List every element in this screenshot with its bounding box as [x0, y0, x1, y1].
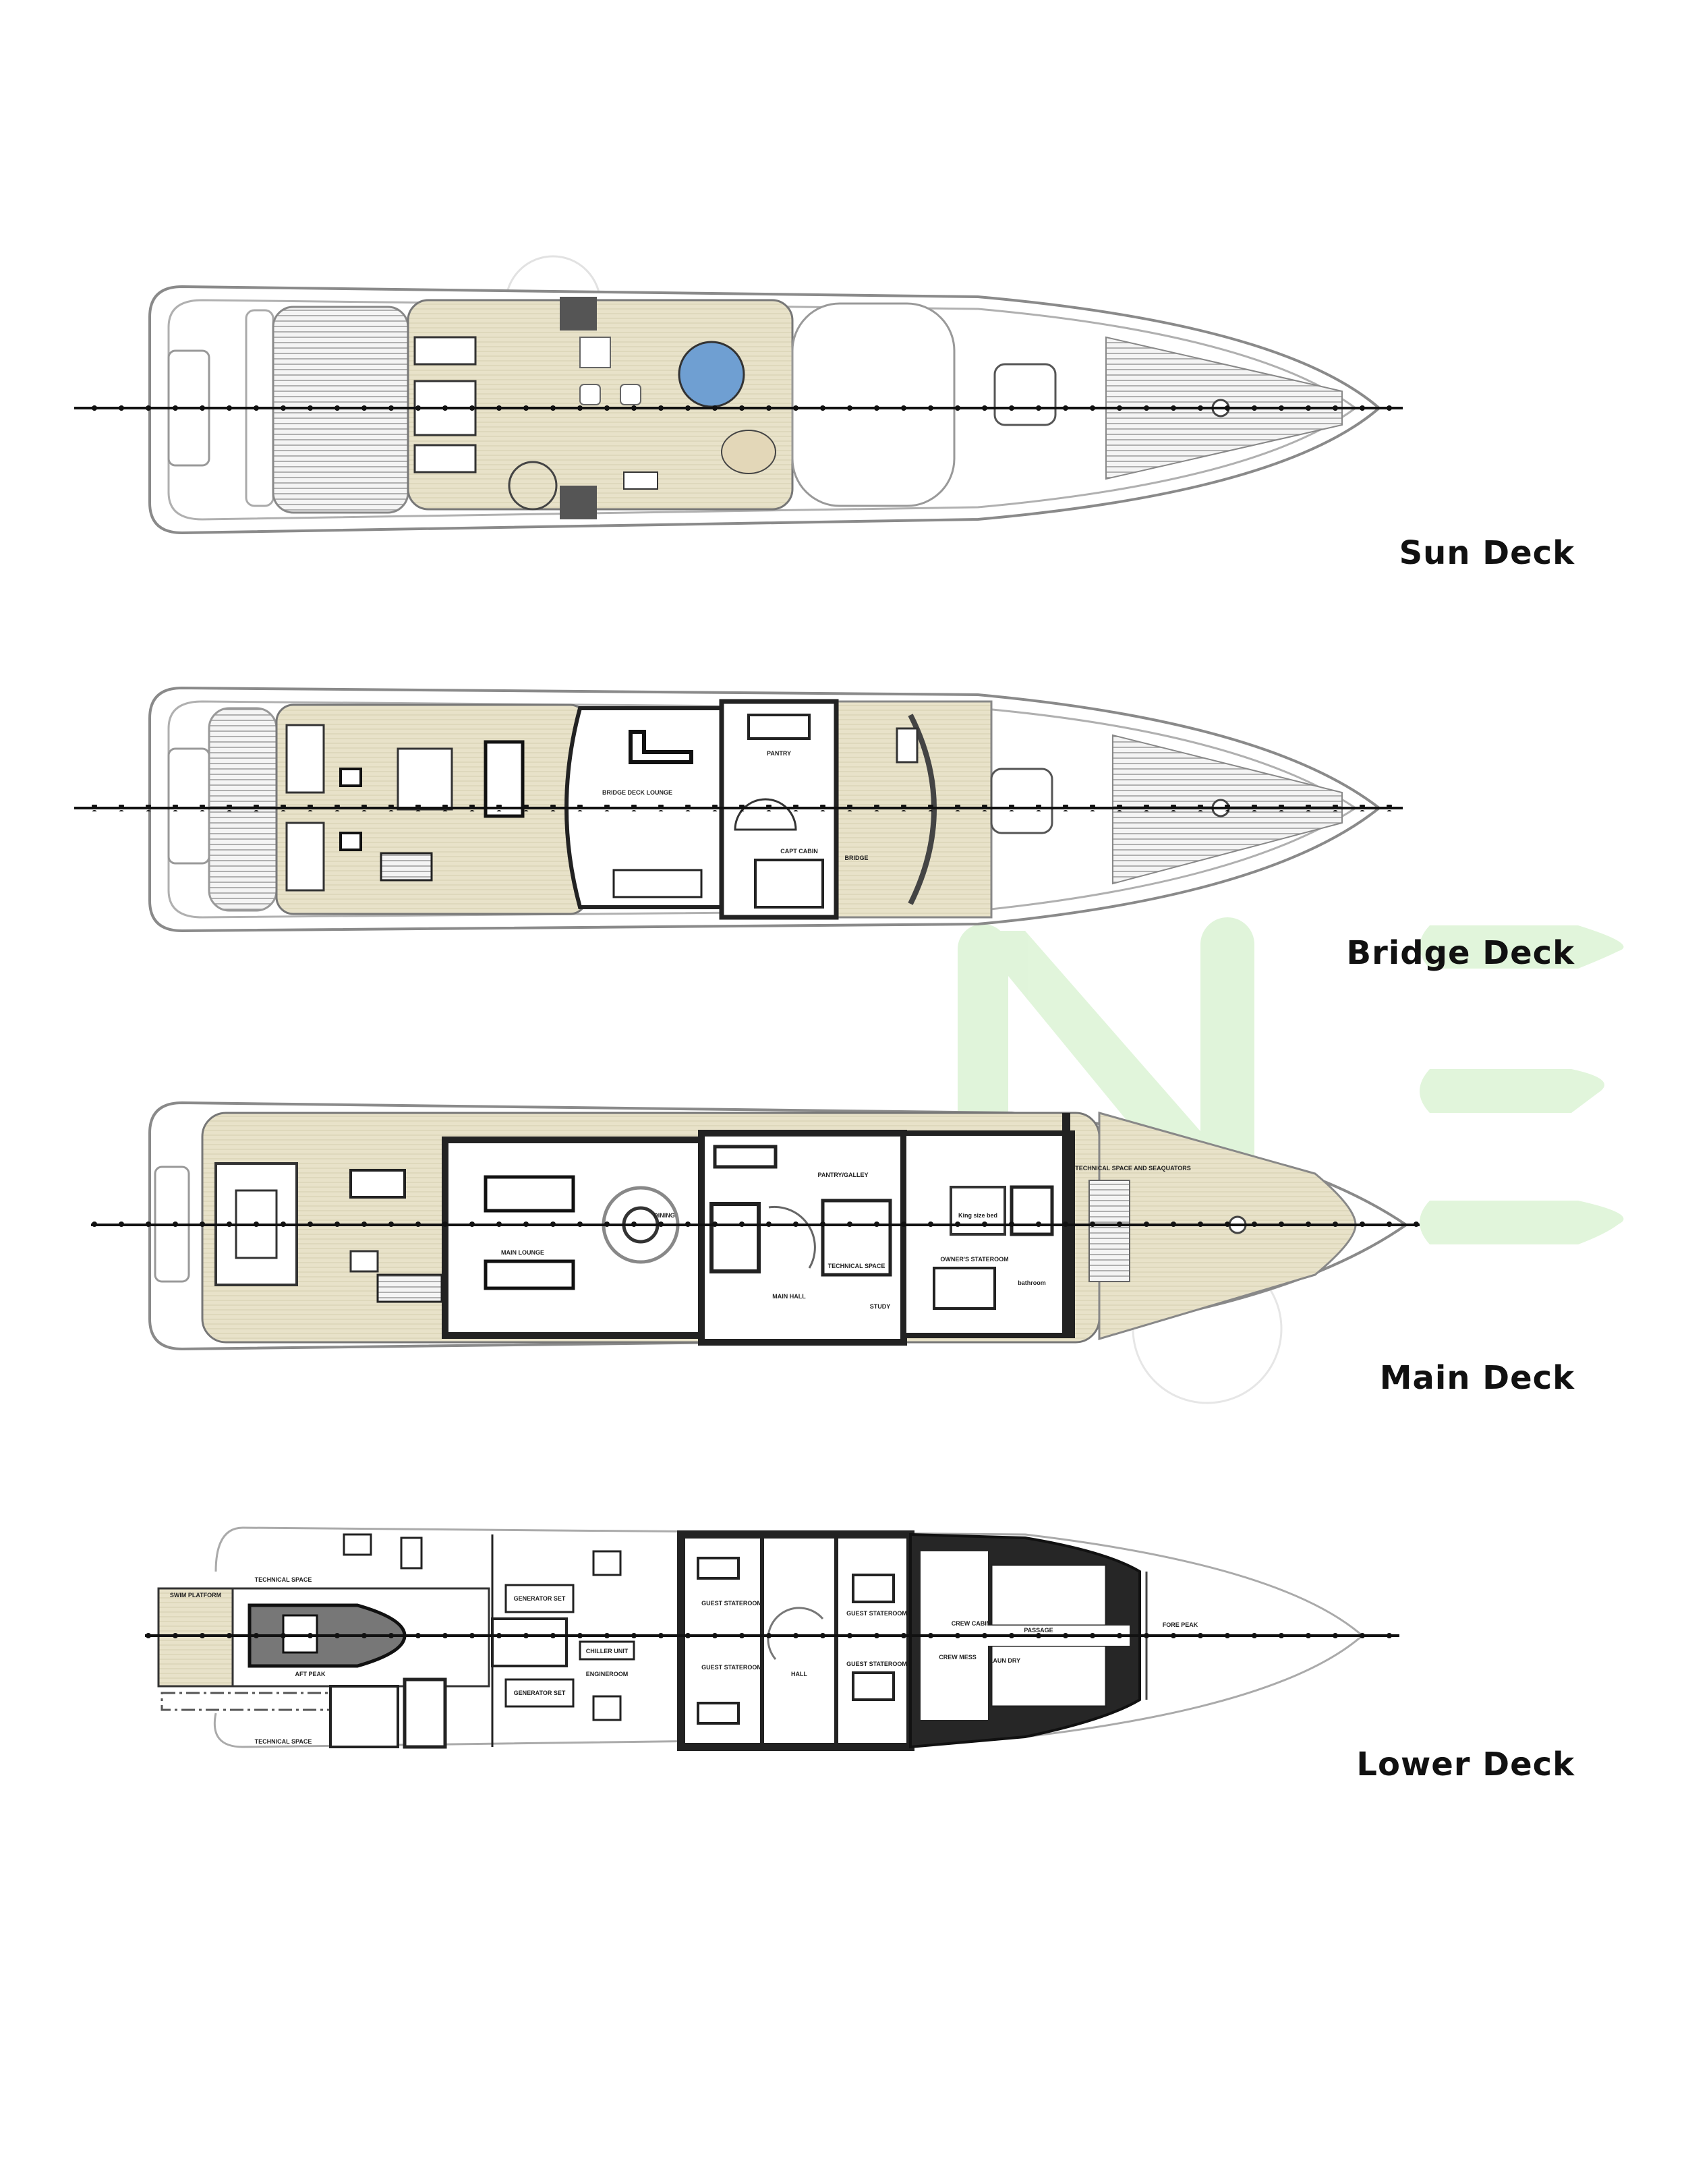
room-label: BRIDGE DECK LOUNGE [602, 789, 672, 796]
room-label: BRIDGE [844, 855, 868, 861]
room-label: CAPT CABIN [780, 848, 818, 855]
room-label: GUEST STATEROOM [701, 1600, 762, 1607]
bridge-deck-plan: BRIDGE DECK LOUNGE PANTRY CAPT CABIN BRI… [74, 686, 1403, 933]
room-label: MAIN HALL [772, 1293, 806, 1300]
room-label: CREW CABIN [952, 1620, 991, 1627]
hull-outline [213, 1526, 1364, 1748]
room-label: PANTRY/GALLEY [817, 1172, 868, 1178]
jacuzzi [678, 341, 745, 408]
lower-deck-plan: SWIM PLATFORM TECHNICAL SPACE AFT PEAK T… [145, 1526, 1399, 1751]
room-label: AFT PEAK [295, 1671, 326, 1677]
deck-title-main: Main Deck [1379, 1359, 1575, 1397]
room-label: ENGINEROOM [586, 1671, 629, 1677]
main-deck-plan: MAIN LOUNGE DINING PANTRY/GALLEY MAIN HA… [91, 1101, 1420, 1404]
room-label: CREW MESS [939, 1654, 977, 1661]
room-label: LAUN DRY [989, 1657, 1020, 1664]
room-label: SWIM PLATFORM [170, 1592, 221, 1599]
room-label: OWNER'S STATEROOM [940, 1256, 1008, 1263]
room-label: HALL [791, 1671, 807, 1677]
room-label: TECHNICAL SPACE [828, 1263, 885, 1269]
room-label: FORE PEAK [1163, 1621, 1198, 1628]
room-label: bathroom [1018, 1280, 1046, 1286]
room-label: GUEST STATEROOM [846, 1610, 907, 1617]
room-label: MAIN LOUNGE [501, 1249, 544, 1256]
room-label: STUDY [870, 1303, 891, 1310]
room-label: GENERATOR SET [514, 1690, 566, 1696]
room-label: TECHNICAL SPACE [255, 1576, 312, 1583]
deck-title-bridge: Bridge Deck [1346, 934, 1575, 972]
room-label: GUEST STATEROOM [846, 1661, 907, 1667]
room-label: PANTRY [767, 750, 791, 757]
room-label: GUEST STATEROOM [701, 1664, 762, 1671]
room-label: DINING [653, 1212, 675, 1219]
room-label: TECHNICAL SPACE [255, 1738, 312, 1745]
room-label: GENERATOR SET [514, 1595, 566, 1602]
deck-title-lower: Lower Deck [1356, 1746, 1575, 1783]
deck-title-sun: Sun Deck [1399, 534, 1575, 572]
room-label: King size bed [958, 1212, 997, 1219]
room-label: PASSAGE [1024, 1627, 1053, 1634]
room-label: CHILLER UNIT [586, 1648, 629, 1655]
room-label: TECHNICAL SPACE AND SEAQUATORS [1075, 1165, 1191, 1172]
sun-deck-plan [74, 255, 1403, 535]
